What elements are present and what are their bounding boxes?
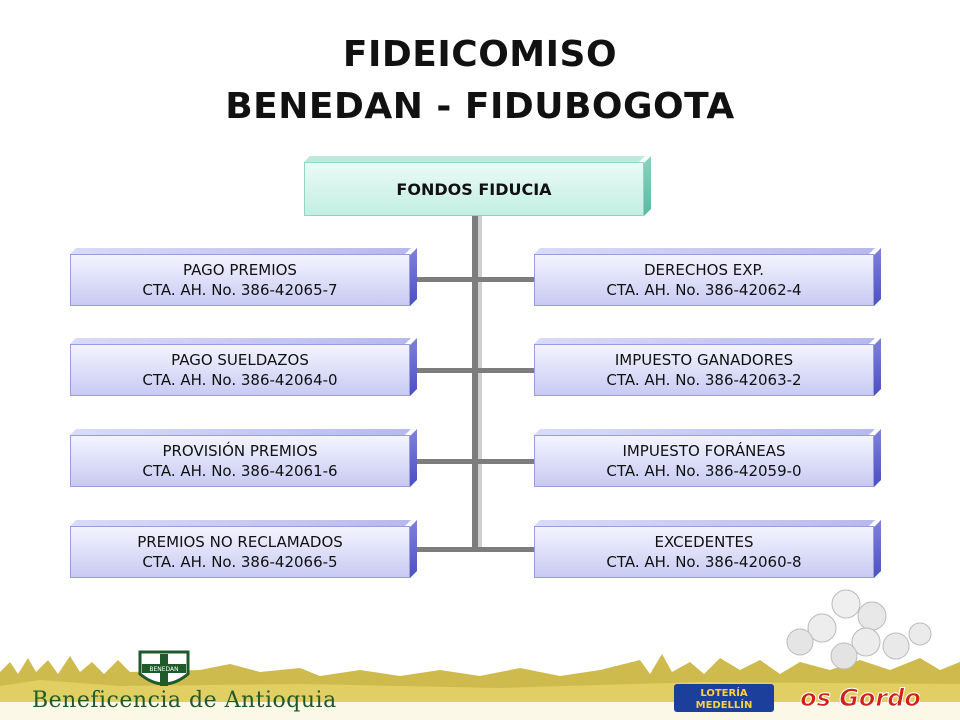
- node-name: DERECHOS EXP.: [643, 261, 764, 279]
- node-name: PAGO SUELDAZOS: [171, 351, 309, 369]
- title-line-2: BENEDAN - FIDUBOGOTA: [225, 86, 735, 127]
- node-name: IMPUESTO GANADORES: [614, 351, 794, 369]
- node-account: CTA. AH. No. 386-42061-6: [142, 462, 338, 480]
- node-account: CTA. AH. No. 386-42062-4: [606, 281, 802, 299]
- node-account: CTA. AH. No. 386-42059-0: [606, 462, 802, 480]
- node-account: CTA. AH. No. 386-42063-2: [606, 371, 802, 389]
- node-pago-premios: PAGO PREMIOS CTA. AH. No. 386-42065-7: [70, 254, 410, 306]
- node-impuesto-foraneas: IMPUESTO FORÁNEAS CTA. AH. No. 386-42059…: [534, 435, 874, 487]
- node-derechos-exp: DERECHOS EXP. CTA. AH. No. 386-42062-4: [534, 254, 874, 306]
- loteria-medellin-logo: LOTERÍA MEDELLÍN: [674, 684, 774, 712]
- loteria-line-2: MEDELLÍN: [696, 698, 753, 711]
- trunk-line: [472, 216, 478, 550]
- node-account: CTA. AH. No. 386-42064-0: [142, 371, 338, 389]
- shield-text: BENEDAN: [149, 666, 178, 673]
- root-node-fondos-fiducia: FONDOS FIDUCIA: [304, 162, 644, 216]
- brand-name: Beneficencia de Antioquia: [32, 688, 337, 713]
- node-pago-sueldazos: PAGO SUELDAZOS CTA. AH. No. 386-42064-0: [70, 344, 410, 396]
- gordos-text: Los Gordos: [800, 684, 920, 712]
- node-account: CTA. AH. No. 386-42066-5: [142, 553, 338, 571]
- root-label: FONDOS FIDUCIA: [396, 179, 552, 199]
- connector-row-2: [410, 368, 538, 373]
- node-impuesto-ganadores: IMPUESTO GANADORES CTA. AH. No. 386-4206…: [534, 344, 874, 396]
- connector-row-4: [410, 547, 538, 552]
- node-premios-no-reclamados: PREMIOS NO RECLAMADOS CTA. AH. No. 386-4…: [70, 526, 410, 578]
- node-name: PROVISIÓN PREMIOS: [162, 442, 318, 460]
- node-provision-premios: PROVISIÓN PREMIOS CTA. AH. No. 386-42061…: [70, 435, 410, 487]
- loteria-line-1: LOTERÍA: [700, 686, 748, 699]
- node-account: CTA. AH. No. 386-42065-7: [142, 281, 338, 299]
- node-name: PREMIOS NO RECLAMADOS: [137, 533, 343, 551]
- los-gordos-logo: Los Gordos: [800, 684, 920, 713]
- node-name: IMPUESTO FORÁNEAS: [622, 442, 786, 460]
- connector-row-1: [410, 277, 538, 282]
- trunk-shadow: [476, 216, 482, 552]
- node-name: EXCEDENTES: [654, 533, 754, 551]
- title-line-1: FIDEICOMISO: [342, 34, 618, 75]
- lottery-balls-decoration: [786, 589, 932, 670]
- connector-row-3: [410, 459, 538, 464]
- node-name: PAGO PREMIOS: [183, 261, 297, 279]
- node-excedentes: EXCEDENTES CTA. AH. No. 386-42060-8: [534, 526, 874, 578]
- benedan-shield-logo: BENEDAN: [138, 650, 190, 686]
- node-account: CTA. AH. No. 386-42060-8: [606, 553, 802, 571]
